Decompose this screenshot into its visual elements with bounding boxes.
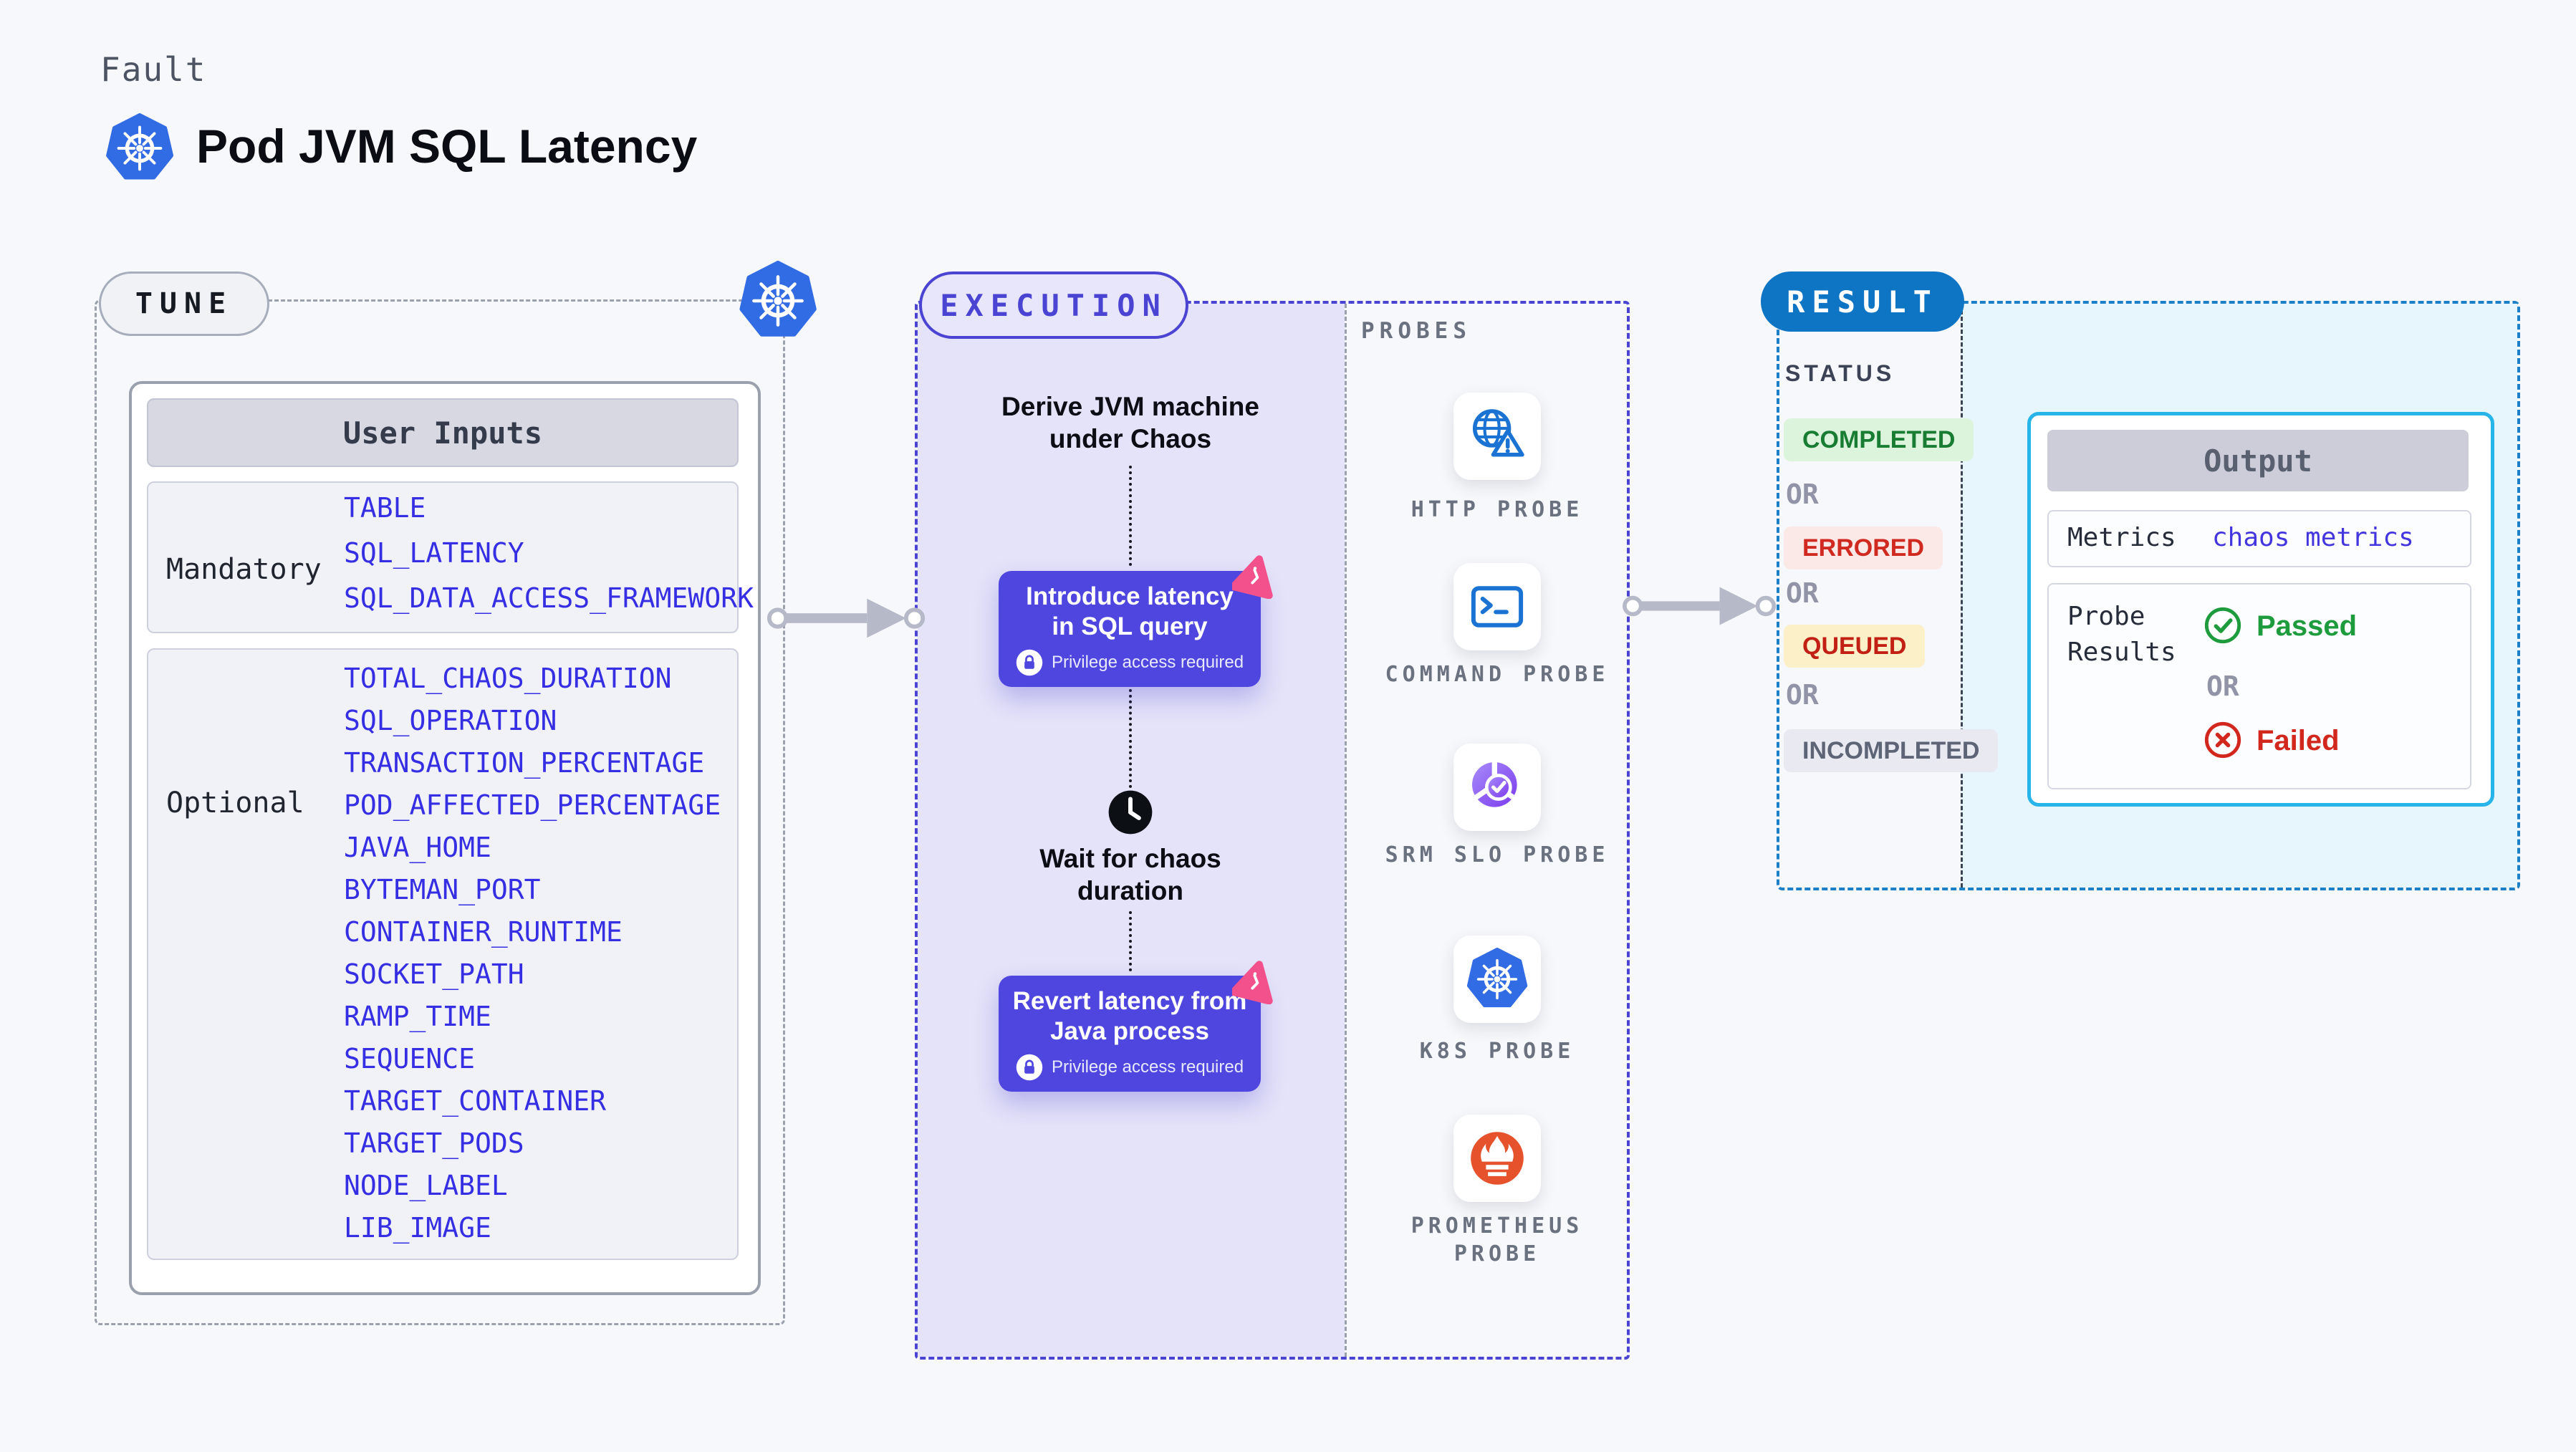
flow-connector (1129, 466, 1132, 566)
output-header: Output (2047, 430, 2469, 491)
x-circle-icon (2203, 721, 2242, 759)
step-revert-latency: Revert latency from Java process Privile… (999, 976, 1261, 1092)
mandatory-label: Mandatory (166, 553, 322, 586)
execution-to-result-arrow-icon (1616, 580, 1785, 632)
step-title: Introduce latency in SQL query (1026, 582, 1234, 640)
metrics-value: chaos metrics (2212, 523, 2414, 552)
command-probe-label: COMMAND PROBE (1385, 662, 1610, 687)
k8s-probe-label: K8S PROBE (1419, 1039, 1575, 1064)
input-variable: TABLE (344, 492, 426, 524)
srm-slo-probe-label: SRM SLO PROBE (1385, 842, 1610, 867)
status-errored-badge: ERRORED (1784, 527, 1943, 569)
metrics-row (2047, 510, 2471, 567)
or-separator: OR (1786, 577, 1819, 609)
chaos-fault-icon (1232, 553, 1278, 599)
execution-badge: EXECUTION (919, 271, 1188, 339)
status-heading: STATUS (1785, 360, 1895, 386)
input-variable: TARGET_PODS (344, 1128, 524, 1159)
probe-results-row (2047, 583, 2471, 789)
input-variable: SEQUENCE (344, 1043, 476, 1074)
command-probe-tile (1453, 563, 1541, 650)
mandatory-inputs-row (147, 481, 739, 633)
input-variable: SQL_LATENCY (344, 537, 524, 569)
check-circle-icon (2203, 606, 2242, 645)
kubernetes-icon (738, 261, 818, 341)
input-variable: SQL_DATA_ACCESS_FRAMEWORK (344, 582, 754, 614)
lock-icon (1016, 1054, 1043, 1081)
probes-heading: PROBES (1361, 318, 1471, 344)
lock-icon (1016, 649, 1043, 676)
status-incompleted-badge: INCOMPLETED (1784, 729, 1999, 772)
prometheus-flame-icon (1464, 1125, 1530, 1191)
tune-section (95, 299, 785, 1325)
input-variable: RAMP_TIME (344, 1001, 491, 1032)
flow-connector (1129, 911, 1132, 971)
mandatory-input-list: TABLE SQL_LATENCY SQL_DATA_ACCESS_FRAMEWOR… (344, 486, 754, 621)
user-inputs-header: User Inputs (147, 398, 739, 467)
kubernetes-icon (105, 113, 175, 183)
input-variable: CONTAINER_RUNTIME (344, 916, 623, 948)
flow-connector (1129, 689, 1132, 788)
terminal-icon (1464, 574, 1530, 640)
optional-label: Optional (166, 787, 304, 819)
privilege-note: Privilege access required (1051, 1057, 1244, 1077)
input-variable: SOCKET_PATH (344, 958, 524, 990)
globe-alert-icon (1464, 403, 1530, 469)
optional-input-list: TOTAL_CHAOS_DURATION SQL_OPERATION TRANSAC… (344, 658, 721, 1249)
probe-results-label: Probe Results (2067, 602, 2176, 667)
result-badge: RESULT (1761, 271, 1964, 332)
fault-kicker: Fault (100, 50, 207, 89)
input-variable: JAVA_HOME (344, 832, 491, 863)
input-variable: TOTAL_CHAOS_DURATION (344, 663, 672, 694)
slo-donut-icon (1464, 754, 1530, 820)
tune-to-execution-arrow-icon (765, 591, 930, 645)
passed-label: Passed (2257, 610, 2358, 642)
page-title: Pod JVM SQL Latency (196, 120, 698, 173)
or-separator: OR (2206, 670, 2239, 702)
tune-badge: TUNE (99, 271, 269, 336)
step-title: Revert latency from Java process (1012, 987, 1247, 1045)
or-separator: OR (1786, 479, 1819, 510)
step-wait-duration: Wait for chaos duration (1039, 844, 1221, 905)
optional-inputs-row (147, 648, 739, 1260)
input-variable: TRANSACTION_PERCENTAGE (344, 747, 705, 779)
clock-icon (1107, 789, 1154, 836)
prometheus-probe-label: PROMETHEUS PROBE (1410, 1213, 1584, 1266)
srm-slo-probe-tile (1453, 744, 1541, 831)
metrics-label: Metrics (2067, 523, 2176, 552)
input-variable: BYTEMAN_PORT (344, 874, 541, 905)
status-completed-badge: COMPLETED (1784, 418, 1974, 461)
http-probe-label: HTTP PROBE (1410, 497, 1584, 522)
step-derive-jvm: Derive JVM machine under Chaos (1001, 392, 1259, 453)
status-queued-badge: QUEUED (1784, 625, 1926, 668)
input-variable: TARGET_CONTAINER (344, 1085, 607, 1117)
prometheus-probe-tile (1453, 1115, 1541, 1202)
probes-divider (1345, 304, 1347, 1357)
kubernetes-icon (1466, 948, 1529, 1011)
input-variable: LIB_IMAGE (344, 1212, 491, 1244)
http-probe-tile (1453, 393, 1541, 480)
failed-label: Failed (2257, 725, 2340, 756)
privilege-note: Privilege access required (1051, 653, 1244, 672)
k8s-probe-tile (1453, 936, 1541, 1023)
step-introduce-latency: Introduce latency in SQL query Privilege… (999, 571, 1261, 687)
input-variable: NODE_LABEL (344, 1170, 508, 1201)
input-variable: POD_AFFECTED_PERCENTAGE (344, 789, 721, 821)
input-variable: SQL_OPERATION (344, 705, 557, 736)
chaos-fault-icon (1232, 958, 1278, 1004)
or-separator: OR (1786, 679, 1819, 711)
